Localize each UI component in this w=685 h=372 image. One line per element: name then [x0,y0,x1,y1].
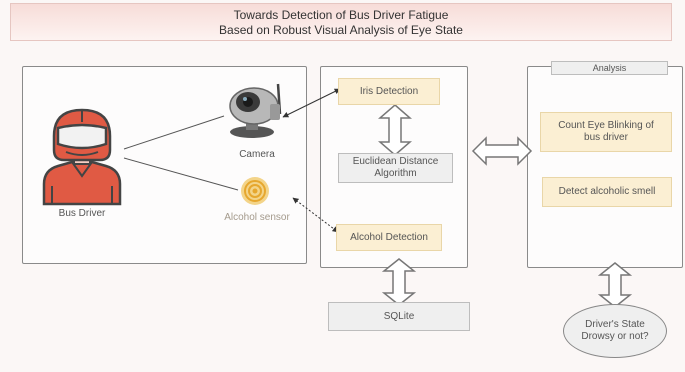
title-line-1: Towards Detection of Bus Driver Fatigue [233,8,449,22]
alcohol-smell-box: Detect alcoholic smell [542,177,672,207]
iris-detection-box: Iris Detection [338,78,440,105]
sensor-icon [241,177,269,205]
analysis-header: Analysis [551,61,668,75]
camera-label: Camera [239,149,275,160]
euclidean-distance-box: Euclidean Distance Algorithm [338,153,453,183]
eye-blink-box: Count Eye Blinking of bus driver [540,112,672,152]
driver-state-ellipse: Driver's State Drowsy or not? [563,304,667,358]
driver-sensor-line [123,157,239,191]
diagram-title: Towards Detection of Bus Driver Fatigue … [10,3,672,41]
analysis-state-double-arrow [597,262,633,308]
sensor-label: Alcohol sensor [224,212,290,223]
driver-label: Bus Driver [58,208,106,219]
blink-line-2: bus driver [584,132,628,143]
blink-line-1: Count Eye Blinking of [558,120,654,131]
processing-analysis-double-arrow [471,136,533,166]
sqlite-box: SQLite [328,302,470,331]
state-line-2: Drowsy or not? [581,331,649,342]
sensor-alcohol-arrow [292,197,339,233]
title-line-2: Based on Robust Visual Analysis of Eye S… [219,23,463,37]
alcohol-detection-box: Alcohol Detection [336,224,442,251]
driver-camera-line [123,115,225,150]
euclidean-line-1: Euclidean Distance [352,156,439,167]
camera-iris-arrow [282,88,341,118]
euclidean-line-2: Algorithm [374,168,417,179]
camera-icon [229,83,282,138]
driver-helmet-icon [42,108,122,206]
state-line-1: Driver's State [585,319,645,330]
iris-euclid-double-arrow [377,104,413,156]
alcohol-sqlite-double-arrow [381,258,417,306]
analysis-panel [527,66,683,268]
